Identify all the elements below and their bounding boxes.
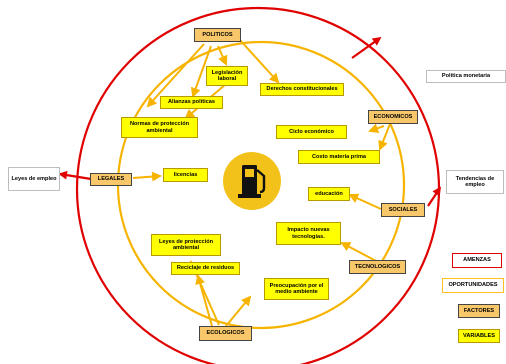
factor-tecnologicos: TECNOLOGICOS (349, 260, 406, 274)
variable-impacto-tecnologias: Impacto nuevas tecnologías. (276, 222, 341, 245)
variable-normas-ambiental: Normas de protección ambiental (121, 117, 198, 138)
fuel-pump-icon (223, 152, 281, 210)
legend-amenazas: AMENZAS (452, 253, 502, 268)
legend-variables: VARIABLES (458, 329, 500, 343)
factor-legales: LEGALES (90, 173, 132, 186)
external-tendencias-empleo: Tendencias de empleo (446, 170, 504, 194)
variable-costo-materia-prima: Costo materia prima (298, 150, 380, 164)
external-leyes-empleo: Leyes de empleo (8, 167, 60, 191)
legend-factores: FACTORES (458, 304, 500, 318)
factor-politicos: POLITICOS (194, 28, 241, 42)
threat-arrows (58, 36, 441, 207)
legend-oportunidades: OPORTUNIDADES (442, 278, 504, 293)
variable-leyes-proteccion-ambiental: Leyes de protección ambiental (151, 234, 221, 256)
variable-alianzas-politicas: Alianzas políticas (160, 96, 223, 109)
variable-legislacion-laboral: Legislación laboral (206, 66, 248, 86)
variable-reciclaje-residuos: Reciclaje de residuos (171, 262, 240, 275)
variable-ciclo-economico: Ciclo económico (276, 125, 347, 139)
variable-licencias: licencias (163, 168, 208, 182)
factor-ecologicos: ECOLOGICOS (199, 326, 252, 341)
variable-derechos-constitucionales: Derechos constitucionales (260, 83, 344, 96)
factor-sociales: SOCIALES (381, 203, 425, 217)
variable-educacion: educación (308, 187, 350, 201)
factor-economicos: ECONOMICOS (368, 110, 418, 124)
variable-preocupacion-medio-ambiente: Preocupación por el medio ambiente (264, 278, 329, 300)
external-politica-monetaria: Política monetaria (426, 70, 506, 83)
